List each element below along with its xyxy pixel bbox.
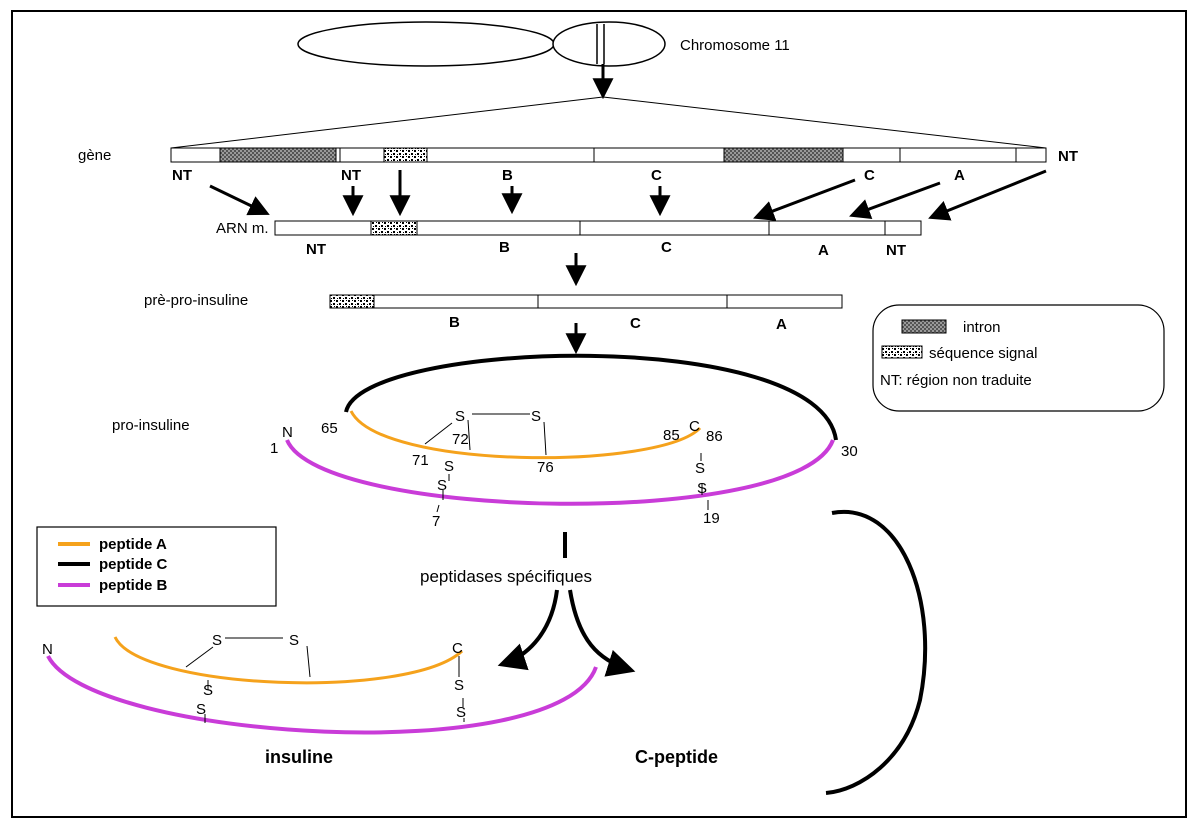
residue-position: 19 [703,510,720,527]
insulin-label: insuline [265,747,333,767]
gene-bar: gène NT [78,147,1078,165]
arrow-splice [209,184,270,216]
residue-position: 86 [706,428,723,445]
residue-position: 65 [321,420,338,437]
insulin-sulfur: S [456,704,466,721]
gene-segment-label: NT [172,167,192,184]
insulin-peptide-b [46,655,598,735]
proinsulin-peptide-c [344,353,838,441]
preproinsulin-segment-label: B [449,314,460,331]
proinsulin-sulfur: S [444,458,454,475]
key-signal-label: séquence signal [929,345,1037,362]
residue-position: 7 [432,513,440,530]
arrow-to-insulin [497,589,559,671]
residue-position: 1 [270,440,278,457]
gene-label: gène [78,147,111,164]
mrna-segment-label: B [499,239,510,256]
peptidases-label: peptidases spécifiques [420,567,592,586]
preproinsulin-segment-label: C [630,315,641,332]
zoom-line-left [170,96,604,149]
peptide-legend: peptide A peptide C peptide B [36,526,277,607]
proinsulin-label: pro-insuline [112,417,190,434]
legend-label-peptide-a: peptide A [99,536,167,553]
insulin-bridge-bond [185,646,214,668]
arrow-to-c-peptide [568,589,636,677]
insulin-sulfur: S [289,632,299,649]
mrna-outline [274,220,922,236]
zoom-line-right [602,96,1047,149]
residue-position: 85 [663,427,680,444]
c-peptide-chain [825,509,928,795]
insulin-molecule: S S S S S S N C insuline [42,632,598,767]
mrna-segment-label: C [661,239,672,256]
proinsulin-sulfur: S [695,460,705,477]
residue-position: 71 [412,452,429,469]
insulin-peptide-a [113,636,464,685]
preproinsulin-segment-label: A [776,316,787,333]
legend-label-peptide-c: peptide C [99,556,168,573]
chromosome-label: Chromosome 11 [680,37,790,54]
insulin-sulfur: S [196,701,206,718]
gene-segment-label: A [954,167,965,184]
insulin-c-terminus: C [452,640,463,657]
mrna-segment-label: A [818,242,829,259]
proinsulin-bridge-bond [543,421,547,456]
gene-intron-1 [219,147,337,163]
splicing-arrows [209,169,1047,221]
mrna-label: ARN m. [216,220,269,237]
insulin-n-terminus: N [42,641,53,658]
arrow-splice [849,181,941,220]
arrow-splice [928,169,1047,221]
key-signal-swatch [881,345,923,359]
proinsulin-n-terminus: N [282,424,293,441]
preproinsulin-outline [329,294,843,309]
key-intron-swatch [901,319,947,334]
proinsulin-bridge-bond [436,504,440,513]
mrna-segment-label: NT [886,242,906,259]
insulin-sulfur: S [212,632,222,649]
residue-position: 72 [452,431,469,448]
proinsulin-sulfur: S [697,480,707,497]
mrna-segment-label: NT [306,241,326,258]
chromosome-arm-right [552,21,666,67]
insulin-sulfur: S [203,682,213,699]
legend-frame [36,526,277,607]
chromosome-arm-left [297,21,555,67]
gene-segment-label: NT [341,167,361,184]
mrna-bar: ARN m. [216,220,922,237]
gene-label-nt-right: NT [1058,148,1078,165]
key-nt-label: NT: région non traduite [880,372,1032,389]
gene-signal-sequence [383,147,428,163]
legend-label-peptide-b: peptide B [99,577,168,594]
gene-intron-2 [723,147,844,163]
gene-segment-label: C [651,167,662,184]
residue-position: 30 [841,443,858,460]
mrna-signal-sequence [370,220,418,236]
insulin-bridge-bond [306,645,311,678]
proinsulin-bridge-bond [424,422,453,445]
key-intron-label: intron [963,319,1001,336]
residue-position: 76 [537,459,554,476]
preproinsulin-label: prè-pro-insuline [144,292,248,309]
proinsulin-sulfur: S [455,408,465,425]
c-peptide-molecule: C-peptide [635,509,928,795]
outer-frame [11,10,1187,818]
preproinsulin-bar: prè-pro-insuline [144,292,843,309]
proinsulin-sulfur: S [437,477,447,494]
preproinsulin-signal-sequence [329,294,375,309]
c-peptide-label: C-peptide [635,747,718,767]
proinsulin-c-terminus: C [689,418,700,435]
gene-segment-label: B [502,167,513,184]
gene-segment-label: C [864,167,875,184]
proinsulin-peptide-b [285,439,835,506]
proinsulin-molecule: pro-insuline S S S S S S N C 65 72 71 76… [112,353,858,530]
proinsulin-sulfur: S [531,408,541,425]
segment-key-box: intron séquence signal NT: région non tr… [872,304,1165,412]
arrow-splice [753,178,856,221]
chromosome-11: Chromosome 11 [297,21,790,67]
proinsulin-bridge-bond [467,419,471,451]
proinsulin-peptide-a [349,410,702,460]
insulin-sulfur: S [454,677,464,694]
